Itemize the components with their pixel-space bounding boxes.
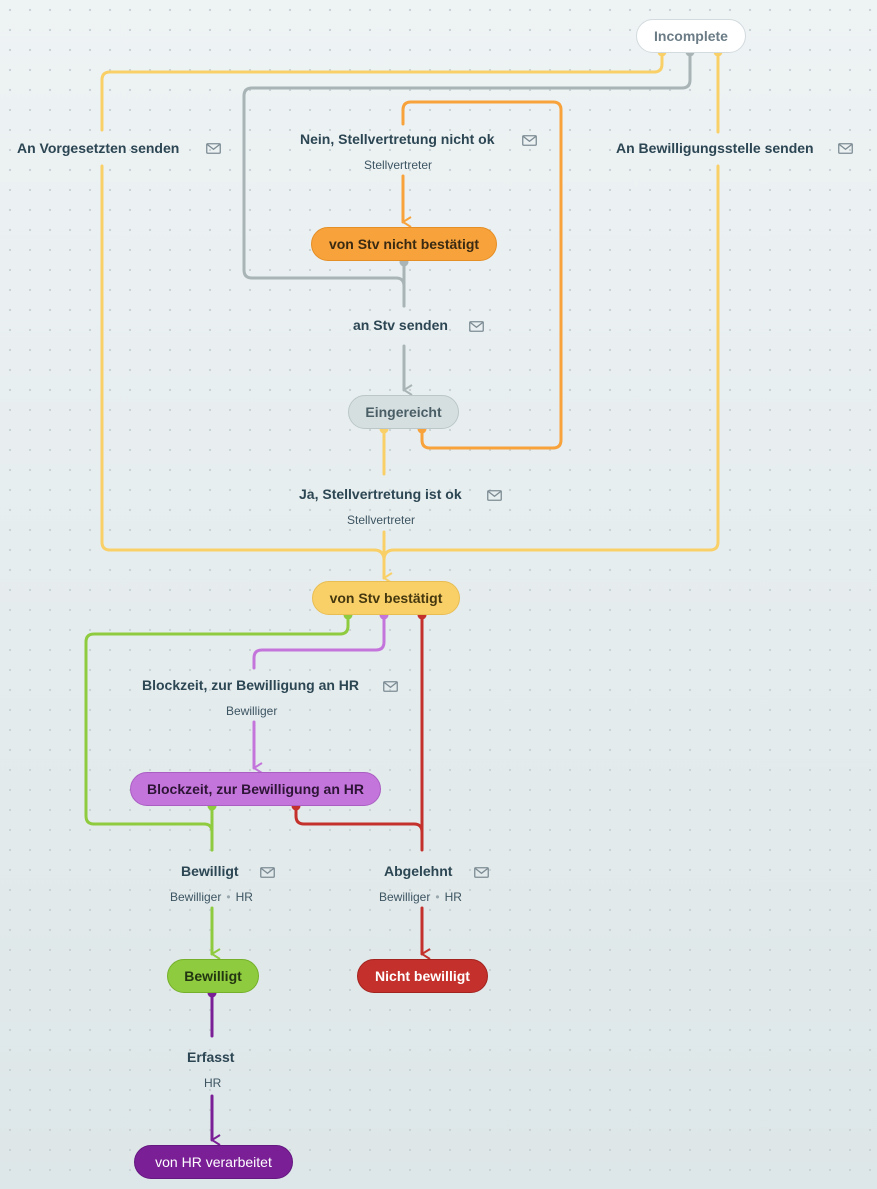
mail-icon — [206, 141, 221, 154]
state-stv-not-confirmed[interactable]: von Stv nicht bestätigt — [311, 227, 497, 261]
state-rejected[interactable]: Nicht bewilligt — [357, 959, 488, 993]
transition-roles: Stellvertreter — [347, 513, 416, 527]
transition-to-approver[interactable]: An Bewilligungsstelle senden — [616, 140, 814, 156]
state-processed[interactable]: von HR verarbeitet — [134, 1145, 293, 1179]
transition-roles: Bewilliger • HR — [379, 890, 462, 904]
role-separator: • — [435, 890, 440, 904]
state-stv-confirmed[interactable]: von Stv bestätigt — [312, 581, 460, 615]
transition-roles: Stellvertreter — [364, 158, 433, 172]
transition-send-stv[interactable]: an Stv senden — [353, 317, 448, 333]
transition-roles: Bewilliger • HR — [170, 890, 253, 904]
mail-icon — [474, 865, 489, 878]
transition-block[interactable]: Blockzeit, zur Bewilligung an HR — [142, 677, 360, 693]
role-name: Bewilliger — [170, 890, 222, 904]
transition-reject[interactable]: Abgelehnt — [384, 863, 453, 879]
transition-roles: HR — [204, 1076, 222, 1090]
edge-block-reject — [294, 804, 424, 834]
state-block-hr[interactable]: Blockzeit, zur Bewilligung an HR — [130, 772, 381, 806]
transition-record[interactable]: Erfasst — [187, 1049, 235, 1065]
mail-icon — [469, 319, 484, 332]
edge-confirmed-approve — [84, 613, 350, 852]
mail-icon — [487, 488, 502, 501]
edge-incomplete-to-supervisor — [100, 50, 664, 132]
role-separator: • — [226, 890, 231, 904]
state-approved[interactable]: Bewilligt — [167, 959, 259, 993]
role-name: HR — [235, 890, 253, 904]
transition-stv-ok[interactable]: Ja, Stellvertretung ist ok — [299, 486, 462, 502]
mail-icon — [522, 133, 537, 146]
role-name: Bewilliger — [379, 890, 431, 904]
mail-icon — [260, 865, 275, 878]
transition-roles: Bewilliger — [226, 704, 278, 718]
transition-stv-not-ok[interactable]: Nein, Stellvertretung nicht ok — [300, 131, 495, 147]
role-name: HR — [444, 890, 462, 904]
edge-confirmed-block — [252, 613, 386, 670]
mail-icon — [838, 141, 853, 154]
edge-submitted-stv-not-ok — [401, 100, 563, 450]
transition-to-supervisor[interactable]: An Vorgesetzten senden — [17, 140, 180, 156]
state-incomplete[interactable]: Incomplete — [636, 19, 746, 53]
transition-approve[interactable]: Bewilligt — [181, 863, 239, 879]
mail-icon — [383, 679, 398, 692]
edge-incomplete-send-stv — [242, 50, 692, 308]
state-submitted[interactable]: Eingereicht — [348, 395, 459, 429]
